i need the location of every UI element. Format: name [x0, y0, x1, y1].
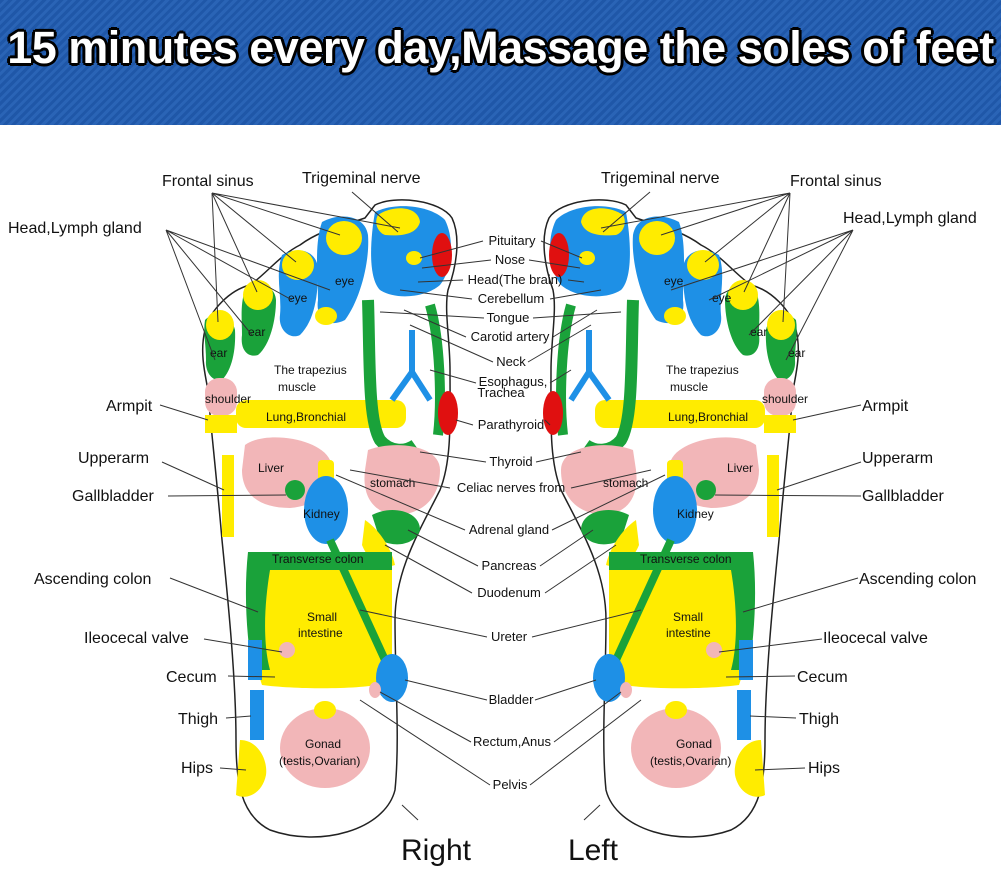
label-pituitary: Pituitary [489, 233, 536, 248]
banner-title: 15 minutes every day,Massage the soles o… [7, 22, 994, 73]
label-trigeminal-left: Trigeminal nerve [601, 170, 720, 187]
label-esophagus: Esophagus, [479, 374, 548, 389]
zone-small-intestine-2: intestine [666, 626, 711, 640]
label-frontal-sinus-right: Frontal sinus [162, 173, 254, 190]
label-cerebellum: Cerebellum [478, 291, 544, 306]
zone-shoulder: shoulder [762, 392, 808, 406]
label-celiac: Celiac nerves from [457, 480, 565, 495]
label-neck: Neck [496, 354, 526, 369]
label-ascending-colon-right: Ascending colon [34, 571, 151, 588]
zone-eye: eye [664, 274, 684, 288]
left-foot-zone-labels: eye eye ear ear The trapezius muscle sho… [603, 274, 808, 768]
label-parathyroid: Parathyroid [478, 417, 544, 432]
side-labels: Frontal sinus Trigeminal nerve Head,Lymp… [8, 170, 977, 777]
label-gallbladder-left: Gallbladder [862, 488, 945, 505]
label-ileocecal-right: Ileocecal valve [84, 630, 189, 647]
label-head-brain: Head(The brain) [468, 272, 563, 287]
label-duodenum: Duodenum [477, 585, 541, 600]
zone-eye: eye [288, 291, 308, 305]
label-trachea: Trachea [477, 385, 525, 400]
zone-ear: ear [248, 325, 265, 339]
zone-transverse-colon: Transverse colon [272, 552, 364, 566]
label-bladder: Bladder [489, 692, 534, 707]
zone-lung: Lung,Bronchial [266, 410, 346, 424]
label-pelvis: Pelvis [493, 777, 528, 792]
zone-trapezius-1: The trapezius [666, 363, 739, 377]
zone-eye: eye [335, 274, 355, 288]
label-hips-left: Hips [808, 760, 840, 777]
zone-kidney: Kidney [677, 507, 714, 521]
label-thigh-left: Thigh [799, 711, 839, 728]
zone-trapezius-2: muscle [278, 380, 316, 394]
zone-ear: ear [788, 346, 805, 360]
label-head-lymph-left: Head,Lymph gland [843, 210, 977, 227]
label-pancreas: Pancreas [482, 558, 537, 573]
label-ascending-colon-left: Ascending colon [859, 571, 976, 588]
zone-ear: ear [210, 346, 227, 360]
label-head-lymph-right: Head,Lymph gland [8, 220, 142, 237]
zone-trapezius-2: muscle [670, 380, 708, 394]
label-tongue: Tongue [487, 310, 530, 325]
label-gallbladder-right: Gallbladder [72, 488, 155, 505]
zone-gonad-2: (testis,Ovarian) [279, 754, 360, 768]
zone-eye: eye [712, 291, 732, 305]
zone-gonad-1: Gonad [676, 737, 712, 751]
label-armpit-right: Armpit [106, 398, 153, 415]
zone-gonad-2: (testis,Ovarian) [650, 754, 731, 768]
label-armpit-left: Armpit [862, 398, 909, 415]
label-thigh-right: Thigh [178, 711, 218, 728]
zone-small-intestine-1: Small [673, 610, 703, 624]
left-foot-label: Left [568, 834, 619, 867]
right-foot-label: Right [401, 834, 472, 867]
leader-lines [159, 191, 862, 821]
label-hips-right: Hips [181, 760, 213, 777]
zone-liver: Liver [727, 461, 753, 475]
zone-small-intestine-1: Small [307, 610, 337, 624]
label-nose: Nose [495, 252, 525, 267]
zone-small-intestine-2: intestine [298, 626, 343, 640]
label-cecum-right: Cecum [166, 669, 217, 686]
zone-shoulder: shoulder [205, 392, 251, 406]
title-banner: 15 minutes every day,Massage the soles o… [0, 0, 1001, 125]
label-adrenal: Adrenal gland [469, 522, 549, 537]
label-carotid: Carotid artery [471, 329, 550, 344]
zone-gonad-1: Gonad [305, 737, 341, 751]
zone-kidney: Kidney [303, 507, 340, 521]
label-cecum-left: Cecum [797, 669, 848, 686]
zone-transverse-colon: Transverse colon [640, 552, 732, 566]
zone-ear: ear [750, 325, 767, 339]
left-foot [543, 200, 798, 837]
label-upperarm-right: Upperarm [78, 450, 149, 467]
label-rectum: Rectum,Anus [473, 734, 552, 749]
label-ileocecal-left: Ileocecal valve [823, 630, 928, 647]
label-thyroid: Thyroid [489, 454, 532, 469]
label-upperarm-left: Upperarm [862, 450, 933, 467]
label-trigeminal-right: Trigeminal nerve [302, 170, 421, 187]
zone-trapezius-1: The trapezius [274, 363, 347, 377]
zone-lung: Lung,Bronchial [668, 410, 748, 424]
center-labels: Pituitary Nose Head(The brain) Cerebellu… [457, 233, 565, 792]
zone-stomach: stomach [603, 476, 648, 490]
zone-liver: Liver [258, 461, 284, 475]
label-frontal-sinus-left: Frontal sinus [790, 173, 882, 190]
label-ureter: Ureter [491, 629, 528, 644]
